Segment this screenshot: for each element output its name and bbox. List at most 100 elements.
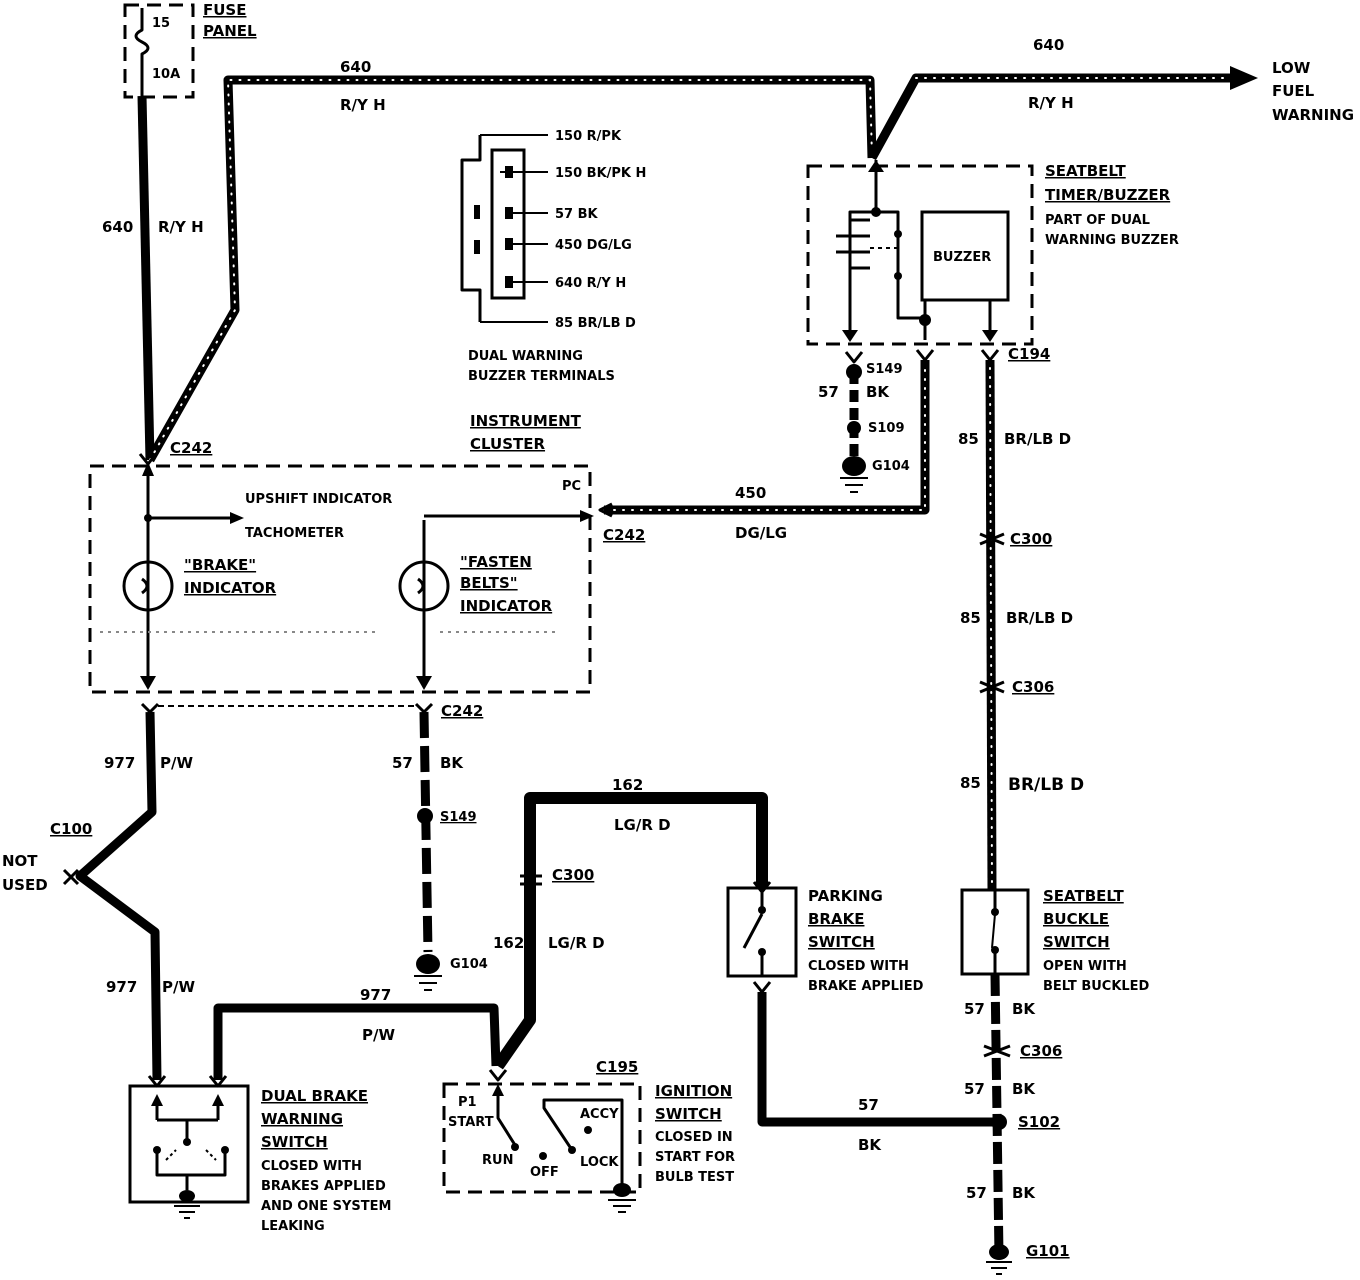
- wire-640-color-right: R/Y H: [1028, 94, 1074, 112]
- wire-85-circuit-3: 85: [960, 774, 981, 792]
- instrument-cluster: INSTRUMENT CLUSTER C242 PC UPSHIFT INDIC…: [88, 412, 594, 694]
- dual-brake-title-3: SWITCH: [261, 1133, 328, 1151]
- wire-57-cluster-ground: 57 BK S149 G104: [392, 711, 488, 991]
- arrow-low-fuel: [1230, 66, 1258, 90]
- wire-57-parking-brake: 57 BK: [752, 981, 999, 1154]
- wire-57-color-r2: BK: [1012, 1080, 1036, 1098]
- terminals-caption-2: BUZZER TERMINALS: [468, 369, 615, 384]
- timer-box: [806, 164, 1034, 346]
- ground-g104-upper: G104: [872, 459, 910, 474]
- parking-brake-sub-1: CLOSED WITH: [808, 959, 909, 974]
- fuse-rating: 10A: [152, 67, 180, 82]
- ignition-run-label: RUN: [482, 1153, 513, 1168]
- wire-640-circuit-left: 640: [102, 218, 133, 236]
- parking-brake-title-2: BRAKE: [808, 910, 864, 928]
- cluster-title-2: CLUSTER: [470, 435, 545, 453]
- wire-57-right-bottom: 57 BK C306 57 BK S102 57 BK G101: [964, 973, 1070, 1275]
- fasten-belts-bulb: [398, 560, 450, 612]
- wire-57-circuit-r1: 57: [964, 1000, 985, 1018]
- wire-162: 162 LG/R D C300 162 LG/R D: [493, 776, 768, 1070]
- fuse-number: 15: [152, 16, 170, 31]
- terminal-6-label: 85 BR/LB D: [555, 316, 636, 331]
- wire-640-circuit-top: 640: [340, 58, 371, 76]
- wire-57-color-r1: BK: [1012, 1000, 1036, 1018]
- wire-85-color-3: BR/LB D: [1008, 775, 1084, 795]
- connector-c100: C100: [50, 820, 92, 838]
- connector-c242-cluster-right: C242: [603, 526, 645, 544]
- wire-977-color-1: P/W: [160, 754, 193, 772]
- ignition-sub-3: BULB TEST: [655, 1170, 734, 1185]
- ignition-box: [442, 1082, 642, 1194]
- wire-640-circuit-right: 640: [1033, 36, 1064, 54]
- wire-57-circuit-pb: 57: [858, 1096, 879, 1114]
- parking-brake-title-1: PARKING: [808, 887, 883, 905]
- splice-s102: S102: [1018, 1113, 1060, 1131]
- wire-450: C242 450 DG/LG: [598, 349, 935, 544]
- ignition-p1-label: P1: [458, 1095, 477, 1110]
- wire-162-circuit-2: 162: [493, 934, 524, 952]
- wire-57-circuit-r2: 57: [964, 1080, 985, 1098]
- wire-977: 977 P/W C100 977 P/W 977 P/W: [50, 711, 501, 1081]
- dual-brake-sub-1: CLOSED WITH: [261, 1159, 362, 1174]
- parking-brake-title-3: SWITCH: [808, 933, 875, 951]
- fasten-belts-label-1: "FASTEN: [460, 553, 532, 571]
- cluster-box: [88, 464, 592, 694]
- ignition-title-1: IGNITION: [655, 1082, 732, 1100]
- wire-640-color-left: R/Y H: [158, 218, 204, 236]
- dual-brake-sub-3: AND ONE SYSTEM: [261, 1199, 391, 1214]
- ignition-accy-label: ACCY: [580, 1107, 619, 1122]
- cluster-title-1: INSTRUMENT: [470, 412, 582, 430]
- terminals-caption-1: DUAL WARNING: [468, 349, 583, 364]
- connector-c306-lower: C306: [1020, 1042, 1062, 1060]
- fuse-symbol: [134, 8, 150, 96]
- seatbelt-buckle-switch: SEATBELT BUCKLE SWITCH OPEN WITH BELT BU…: [960, 887, 1150, 994]
- buzzer-box: [920, 210, 1010, 302]
- buckle-sub-2: BELT BUCKLED: [1043, 979, 1150, 994]
- wire-977-color-3: P/W: [362, 1026, 395, 1044]
- fasten-belts-label-2: BELTS": [460, 574, 518, 592]
- parking-brake-sub-2: BRAKE APPLIED: [808, 979, 924, 994]
- ignition-start-label: START: [448, 1115, 494, 1130]
- wire-450-circuit: 450: [735, 484, 766, 502]
- terminal-2-label: 150 BK/PK H: [555, 166, 646, 181]
- wire-85-color-2: BR/LB D: [1006, 609, 1073, 627]
- wire-162-circuit-1: 162: [612, 776, 643, 794]
- wire-977-circuit-2: 977: [106, 978, 137, 996]
- wire-57-color-r3: BK: [1012, 1184, 1036, 1202]
- wire-977-circuit-1: 977: [104, 754, 135, 772]
- wire-162-color-2: LG/R D: [548, 934, 605, 952]
- ignition-sub-2: START FOR: [655, 1150, 735, 1165]
- not-used-label-2: USED: [2, 876, 48, 894]
- connector-c306-upper: C306: [1012, 678, 1054, 696]
- wire-57-color-pb: BK: [858, 1136, 882, 1154]
- dual-brake-sub-2: BRAKES APPLIED: [261, 1179, 386, 1194]
- wire-57-color-upper: BK: [866, 383, 890, 401]
- wire-450-color: DG/LG: [735, 524, 787, 542]
- dual-brake-warning-switch: DUAL BRAKE WARNING SWITCH CLOSED WITH BR…: [128, 1075, 391, 1234]
- timer-title-1: SEATBELT: [1045, 162, 1126, 180]
- wire-977-color-2: P/W: [162, 978, 195, 996]
- fuse-label-1: FUSE: [203, 1, 246, 19]
- connector-c242-bottom: C242: [441, 702, 483, 720]
- low-fuel-label-2: FUEL: [1272, 82, 1315, 100]
- timer-sub-1: PART OF DUAL: [1045, 213, 1150, 228]
- wire-57-circuit-r3: 57: [966, 1184, 987, 1202]
- connector-c300-left: C300: [552, 866, 594, 884]
- ignition-sub-1: CLOSED IN: [655, 1130, 733, 1145]
- low-fuel-label-1: LOW: [1272, 59, 1311, 77]
- wire-85-circuit-1: 85: [958, 430, 979, 448]
- buzzer-terminal-diagram: 150 R/PK 150 BK/PK H 57 BK 450 DG/LG 640…: [460, 129, 646, 384]
- brake-indicator-label-2: INDICATOR: [184, 579, 277, 597]
- splice-s149-upper: S149: [866, 362, 903, 377]
- cluster-pc-label: PC: [562, 479, 581, 494]
- buckle-title-3: SWITCH: [1043, 933, 1110, 951]
- fuse-box: [123, 3, 195, 99]
- ignition-title-2: SWITCH: [655, 1105, 722, 1123]
- fuse-label-2: PANEL: [203, 22, 257, 40]
- dual-brake-title-1: DUAL BRAKE: [261, 1087, 368, 1105]
- dual-brake-title-2: WARNING: [261, 1110, 343, 1128]
- splice-s109: S109: [868, 421, 905, 436]
- connector-c242-top: C242: [170, 439, 212, 457]
- connector-c194: C194: [1008, 345, 1050, 363]
- ignition-lock-label: LOCK: [580, 1155, 619, 1170]
